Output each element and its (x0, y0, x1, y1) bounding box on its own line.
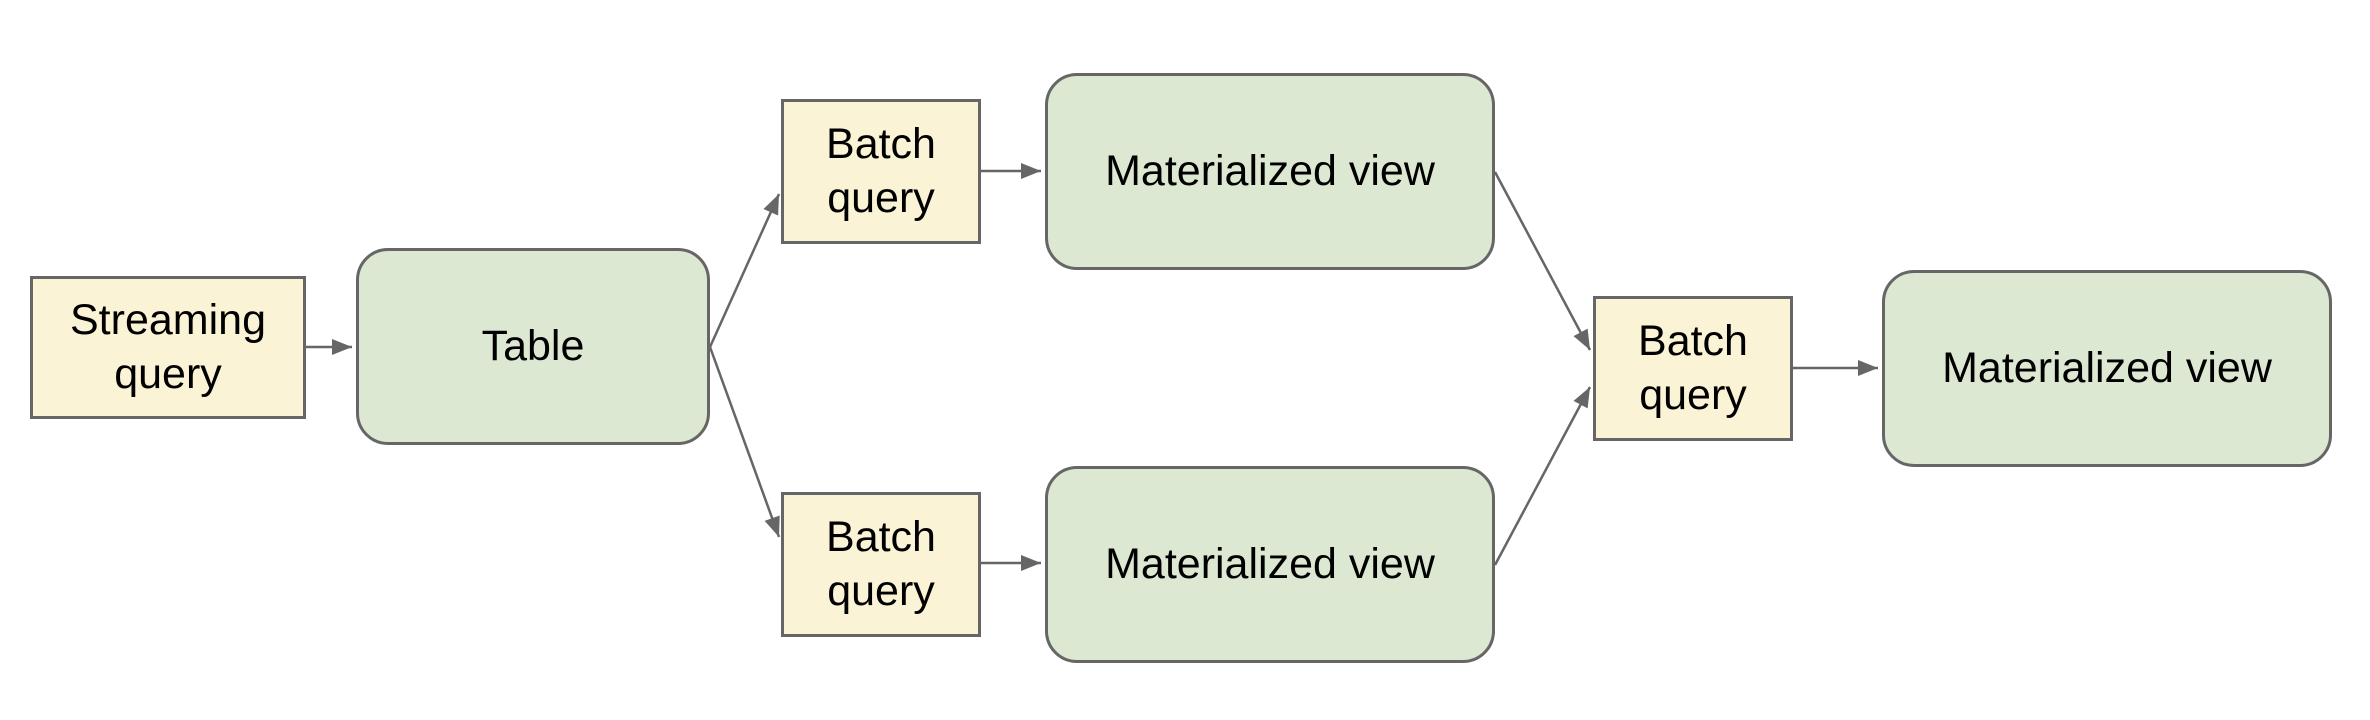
node-streaming-query-label: Streaming query (70, 295, 266, 398)
node-table-label: Table (481, 321, 585, 370)
node-materialized-view-final-label: Materialized view (1942, 343, 2272, 392)
node-table: Table (356, 248, 710, 445)
node-materialized-view-final: Materialized view (1882, 270, 2332, 467)
node-batch-query-merge-label: Batch query (1638, 316, 1748, 419)
node-batch-query-bottom: Batch query (781, 492, 981, 637)
node-materialized-view-top: Materialized view (1045, 73, 1495, 270)
edge-table-to-batch-query-bottom (708, 346, 781, 538)
node-batch-query-top-label: Batch query (826, 119, 936, 222)
edge-materialized-view-top-to-batch-query-merge (1493, 171, 1592, 351)
edge-table-to-batch-query-top (708, 193, 781, 348)
node-materialized-view-bottom-label: Materialized view (1105, 539, 1435, 588)
node-streaming-query: Streaming query (30, 276, 306, 419)
edge-materialized-view-bottom-to-batch-query-merge (1493, 386, 1592, 566)
edge-group (306, 163, 1878, 571)
node-materialized-view-top-label: Materialized view (1105, 146, 1435, 195)
node-batch-query-merge: Batch query (1593, 296, 1793, 441)
node-batch-query-bottom-label: Batch query (826, 512, 936, 615)
node-batch-query-top: Batch query (781, 99, 981, 244)
node-materialized-view-bottom: Materialized view (1045, 466, 1495, 663)
